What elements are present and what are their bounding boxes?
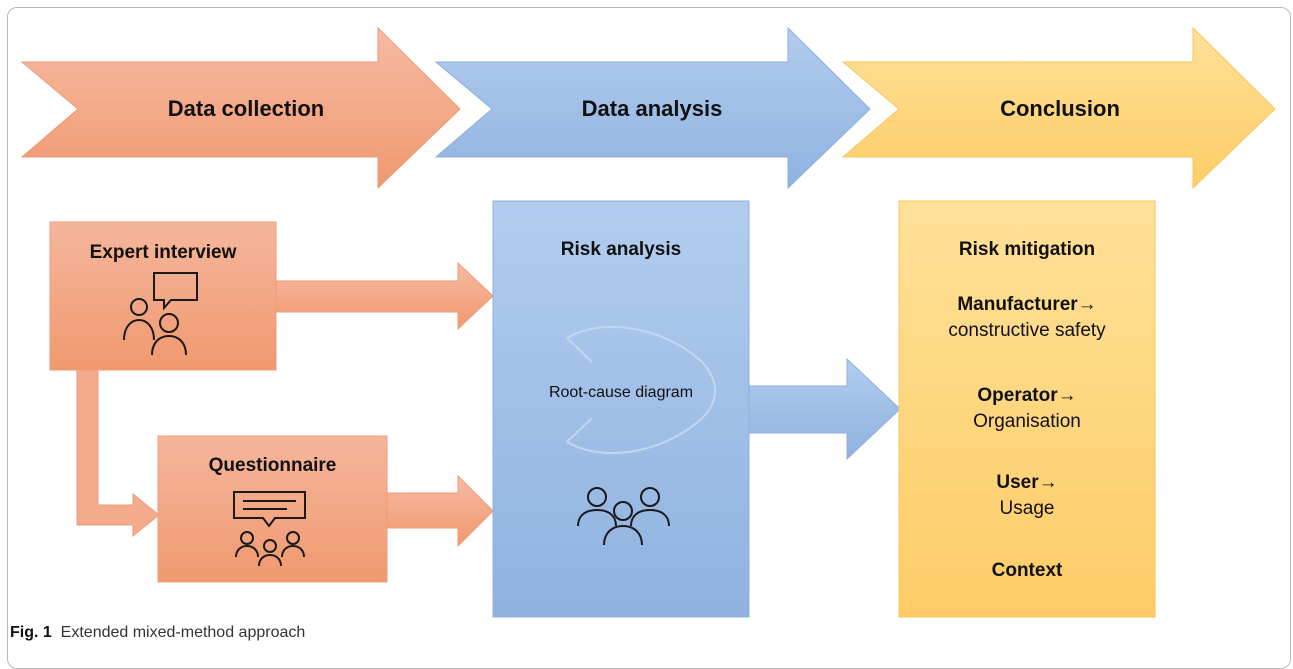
mitigation-outcome: constructive safety [948,320,1106,341]
root-cause-diagram-label: Root-cause diagram [548,384,694,401]
figure-caption: Fig. 1 Extended mixed-method approach [10,624,305,642]
mitigation-item-manufacturer: Manufacturer→ constructive safety [899,292,1155,344]
person-icon [258,539,282,567]
person-icon [123,298,155,341]
risk-mitigation-title: Risk mitigation [958,239,1096,260]
mitigation-arrow: → [1038,472,1058,493]
diagram-canvas [20,26,1276,618]
interview-question-icon [123,272,198,356]
risk-analysis-title: Risk analysis [560,239,682,260]
mitigation-arrow: → [1057,385,1077,406]
mitigation-actor: Manufacturer [957,294,1078,315]
mitigation-arrow: → [1077,294,1097,315]
mitigation-actor: User [996,472,1039,493]
mitigation-actor: Operator [977,385,1058,406]
stage-label-data-analysis: Data analysis [581,96,723,121]
person-icon [281,531,305,558]
person-icon [151,313,187,356]
arrow-interview-to-risk-analysis [274,261,494,331]
mitigation-item-operator: Operator→ Organisation [899,383,1155,435]
person-icon [603,501,643,546]
stage-arrow-data-analysis [434,26,871,190]
stage-arrow-conclusion [841,26,1276,190]
questionnaire-group-icon [233,491,306,567]
person-icon [235,531,259,558]
arrow-risk-analysis-to-mitigation [748,357,901,461]
person-icon [577,487,617,527]
arrow-questionnaire-to-risk-analysis [385,474,494,548]
mitigation-outcome: Organisation [973,411,1081,432]
stage-arrow-data-collection [20,26,461,190]
questionnaire-title: Questionnaire [208,455,337,476]
stage-label-conclusion: Conclusion [1000,96,1120,121]
risk-mitigation-box [898,200,1156,618]
risk-analysis-box [492,200,750,618]
mitigation-context: Context [991,560,1063,581]
stage-label-data-collection: Data collection [167,96,325,121]
mitigation-item-context: Context [899,558,1155,584]
root-cause-fish-icon [566,325,716,455]
expert-interview-title: Expert interview [89,242,237,263]
figure-caption-label: Fig. 1 [10,624,52,641]
mitigation-outcome: Usage [999,498,1055,519]
group-icon [577,487,670,546]
expert-interview-box [49,221,277,371]
mitigation-item-user: User→ Usage [899,470,1155,522]
figure-caption-text: Extended mixed-method approach [60,624,306,641]
connector-interview-to-questionnaire [76,369,160,538]
person-icon [630,487,670,527]
